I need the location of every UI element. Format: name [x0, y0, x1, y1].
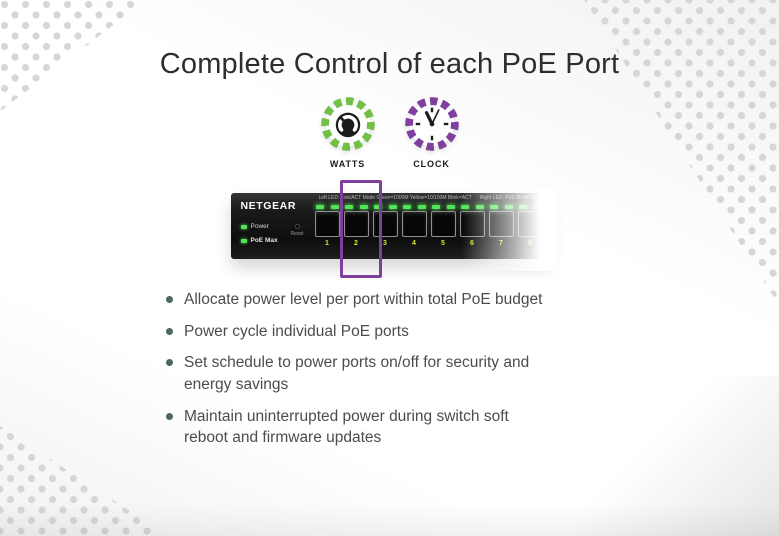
port-6-number: 6 — [470, 240, 474, 247]
port-6-jack — [459, 211, 485, 237]
port-2-leds — [344, 205, 368, 209]
netgear-logo: NETGEAR — [240, 200, 297, 212]
list-item: Allocate power level per port within tot… — [166, 289, 646, 311]
power-label: Power — [250, 223, 269, 230]
switch-led-legend-left: Left LED: Link/ACT Mode Green=1000M Yell… — [318, 195, 472, 201]
port-1: 1 — [314, 205, 340, 247]
feature-icons: WATTS CLOCK — [0, 95, 779, 169]
port-7-jack — [488, 211, 514, 237]
port-2-number: 2 — [354, 240, 358, 247]
port-4: 4 — [401, 205, 427, 247]
bullet-icon — [166, 327, 173, 335]
port-4-jack — [401, 211, 427, 237]
port-5-jack — [430, 211, 456, 237]
clock-icon-block: CLOCK — [403, 95, 461, 169]
reset-label: Reset — [290, 231, 304, 237]
port-3-leds — [373, 205, 397, 209]
watts-label: WATTS — [329, 159, 366, 169]
clock-hub — [429, 121, 434, 127]
clock-label: CLOCK — [413, 159, 450, 169]
switch-led-legend-right: Right LED: PoE Mode Green=Powered — [479, 195, 541, 201]
poe-max-led — [240, 238, 247, 243]
list-item: Maintain uninterrupted power during swit… — [166, 406, 646, 449]
page-title: Complete Control of each PoE Port — [159, 48, 620, 80]
switch-product-image: Left LED: Link/ACT Mode Green=1000M Yell… — [230, 180, 557, 278]
list-item-text: Power cycle individual PoE ports — [184, 322, 409, 340]
power-led — [240, 224, 247, 229]
bullet-icon — [166, 359, 173, 367]
reset-control: Reset — [291, 224, 304, 237]
port-1-leds — [315, 205, 339, 209]
port-highlight-box — [339, 180, 382, 278]
port-3-jack — [372, 211, 398, 237]
port-8-jack — [517, 211, 543, 237]
watts-icon-block: WATTS — [319, 95, 377, 169]
port-5: 5 — [430, 205, 456, 247]
feature-list: Allocate power level per port within tot… — [166, 289, 646, 449]
port-2-jack — [343, 211, 369, 237]
port-7-number: 7 — [499, 240, 503, 247]
port-1-number: 1 — [325, 240, 329, 247]
port-2: 2 — [343, 205, 369, 247]
list-item-text: Maintain uninterrupted power during swit… — [184, 407, 509, 447]
port-5-leds — [431, 205, 455, 209]
list-item: Power cycle individual PoE ports — [166, 321, 646, 343]
power-status: Power — [240, 223, 269, 230]
port-4-leds — [402, 205, 426, 209]
port-4-number: 4 — [412, 240, 416, 247]
bottom-gradient-band — [0, 502, 779, 536]
reset-pinhole — [294, 224, 300, 229]
port-1-jack — [314, 211, 340, 237]
port-8-leds — [518, 205, 542, 209]
port-3-number: 3 — [383, 240, 387, 247]
poe-max-status: PoE Max — [240, 237, 278, 244]
port-8-number: 8 — [528, 240, 532, 247]
port-7: 7 — [488, 205, 514, 247]
port-8: 8 — [517, 205, 543, 247]
port-7-leds — [489, 205, 513, 209]
list-item-text: Allocate power level per port within tot… — [184, 291, 543, 308]
watts-gauge-icon — [320, 97, 375, 151]
clock-minute-hand — [430, 109, 440, 125]
port-5-number: 5 — [441, 240, 445, 247]
halftone-dots-bottom-left — [0, 426, 168, 536]
poe-max-label: PoE Max — [250, 237, 278, 244]
list-item-text: Set schedule to power ports on/off for s… — [184, 354, 530, 394]
port-6: 6 — [459, 205, 485, 247]
gauge-hub — [345, 122, 350, 127]
switch-body: Left LED: Link/ACT Mode Green=1000M Yell… — [230, 187, 557, 271]
list-item: Set schedule to power ports on/off for s… — [166, 352, 646, 395]
port-3: 3 — [372, 205, 398, 247]
clock-icon — [404, 97, 459, 151]
bullet-icon — [166, 412, 173, 420]
gauge-dial-arc — [337, 115, 358, 132]
port-6-leds — [460, 205, 484, 209]
bullet-icon — [166, 296, 173, 303]
